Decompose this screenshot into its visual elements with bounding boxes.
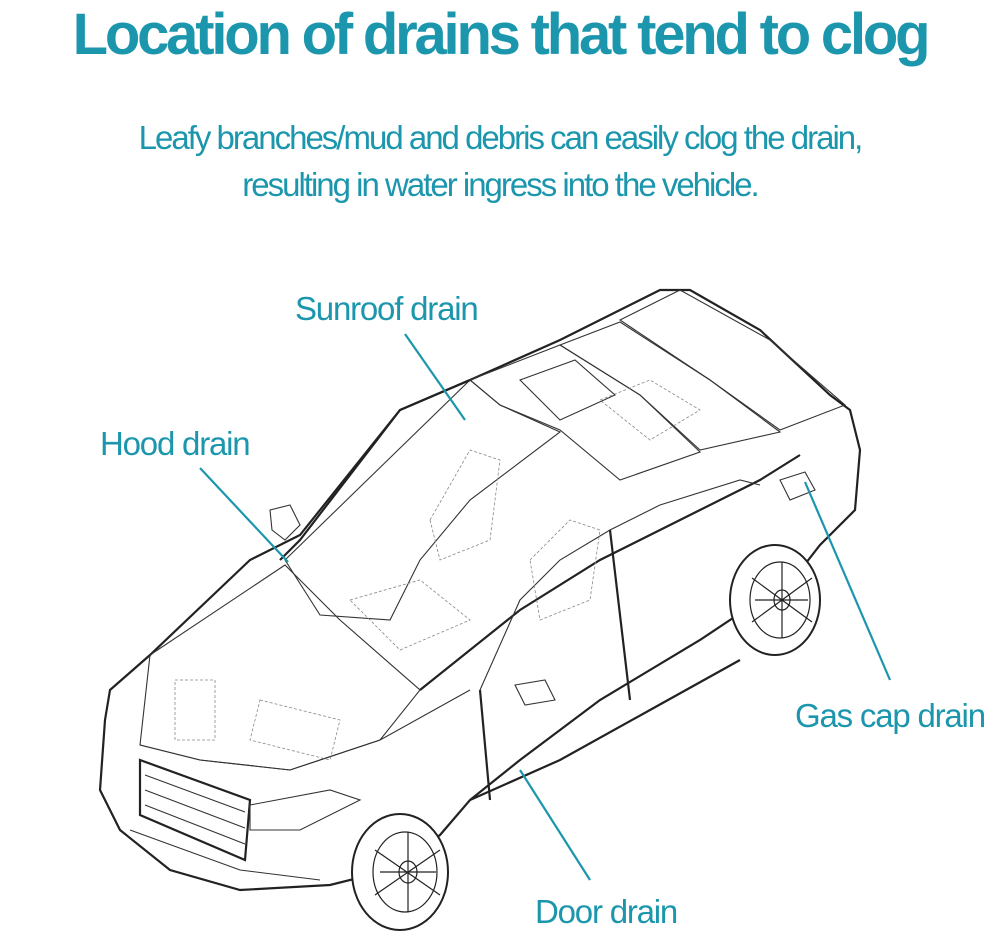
door-drain-label: Door drain [535, 893, 678, 930]
hood-leader [199, 467, 289, 563]
subtitle-line-1: Leafy branches/mud and debris can easily… [138, 119, 864, 156]
gas-cap-leader [803, 481, 892, 681]
hood-drain-label: Hood drain [100, 425, 251, 462]
gas-cap-drain-label: Gas cap drain [795, 697, 986, 734]
sunroof-leader [404, 333, 466, 421]
sunroof-drain-label: Sunroof drain [295, 290, 479, 327]
page-title: Location of drains that tend to clog [72, 2, 931, 67]
door-leader [519, 769, 591, 881]
front-wheel [351, 813, 449, 931]
rear-wheel [729, 544, 821, 656]
subtitle-line-2: resulting in water ingress into the vehi… [242, 166, 759, 203]
car-body [98, 288, 862, 892]
